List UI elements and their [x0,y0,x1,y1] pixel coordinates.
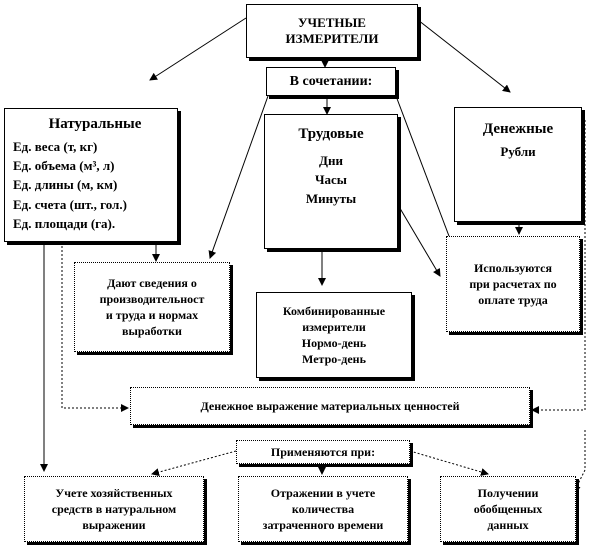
labor-item: Дни [319,152,343,168]
productivity-box: Дают сведения о производительност и труд… [74,262,230,352]
summary-line: обобщенных [473,501,543,516]
root-line-2: ИЗМЕРИТЕЛИ [285,31,379,46]
productivity-line: производительност [99,291,205,306]
time-text: Отражении в учете количества затраченног… [263,485,384,534]
applied-box: Применяются при: [236,440,410,464]
accounting-line: средств в натуральном [51,501,177,516]
root-box: УЧЕТНЫЕ ИЗМЕРИТЕЛИ [246,4,418,58]
applied-label: Применяются при: [270,444,376,459]
time-line: количества [291,501,355,516]
line-right-summary [573,430,586,493]
line-money-material [531,120,586,414]
labor-box: Трудовые Дни Часы Минуты [264,114,398,249]
accounting-line: выражении [82,517,146,532]
material-label: Денежное выражение материальных ценносте… [200,398,460,413]
combined-line: измерители [302,319,366,334]
root-line-1: УЧЕТНЫЕ [298,14,366,30]
productivity-line: Дают сведения о [107,275,197,290]
money-list: Рубли [500,143,535,161]
natural-title: Натуральные [48,116,142,132]
labor-item: Часы [315,172,347,187]
natural-list: Ед. веса (т, кг) Ед. объема (м³, л) Ед. … [13,136,127,235]
arrow-applied-summary [409,450,489,476]
line-natural-material [61,242,129,412]
accounting-line: Учете хозяйственных [55,485,173,500]
natural-item: Ед. длины (м, км) [13,177,118,193]
summary-line: Получении [477,485,539,500]
arrow-root-money [417,19,511,93]
natural-item: Ед. площади (га). [13,215,116,231]
combined-line: Комбинированные [282,303,386,318]
money-item: Рубли [500,143,536,159]
wages-line: Используются [474,260,552,275]
summary-text: Получении обобщенных данных [474,485,543,534]
productivity-line: выработки [122,323,182,338]
productivity-text: Дают сведения о производительност и труд… [100,275,205,340]
natural-item: Ед. счета (шт., гол.) [13,196,127,212]
labor-title: Трудовые [298,126,364,142]
natural-item: Ед. объема (м³, л) [13,158,115,173]
natural-box: Натуральные Ед. веса (т, кг) Ед. объема … [4,108,178,242]
wages-line: оплате труда [478,292,548,307]
money-title: Денежные [482,121,554,137]
combined-box: Комбинированные измерители Нормо-день Ме… [256,292,412,378]
combined-text: Комбинированные измерители Нормо-день Ме… [283,303,385,368]
time-line: Отражении в учете [270,485,376,500]
summary-box: Получении обобщенных данных [440,476,576,542]
wages-box: Используются при расчетах по оплате труд… [446,236,580,332]
material-box: Денежное выражение материальных ценносте… [130,387,530,425]
time-box: Отражении в учете количества затраченног… [238,476,408,542]
labor-item: Минуты [305,191,357,207]
arrow-root-natural [149,17,247,81]
summary-line: данных [487,517,529,532]
accounting-text: Учете хозяйственных средств в натурально… [52,485,176,534]
wages-line: при расчетах по [469,276,557,291]
productivity-line: и труда и нормах [105,307,199,322]
wages-text: Используются при расчетах по оплате труд… [469,260,556,309]
combination-box: В сочетании: [266,67,396,96]
accounting-box: Учете хозяйственных средств в натурально… [24,476,204,542]
arrow-combination-wages [395,95,454,245]
combination-label: В сочетании: [289,73,373,89]
time-line: затраченного времени [262,517,384,532]
money-box: Денежные Рубли [454,107,582,222]
arrow-applied-accounting [151,450,237,477]
natural-item: Ед. веса (т, кг) [13,138,98,154]
combined-line: Нормо-день [301,335,367,350]
labor-list: Дни Часы Минуты [306,150,356,211]
combined-line: Метро-день [302,351,366,366]
arrow-combination-productivity [208,95,269,259]
